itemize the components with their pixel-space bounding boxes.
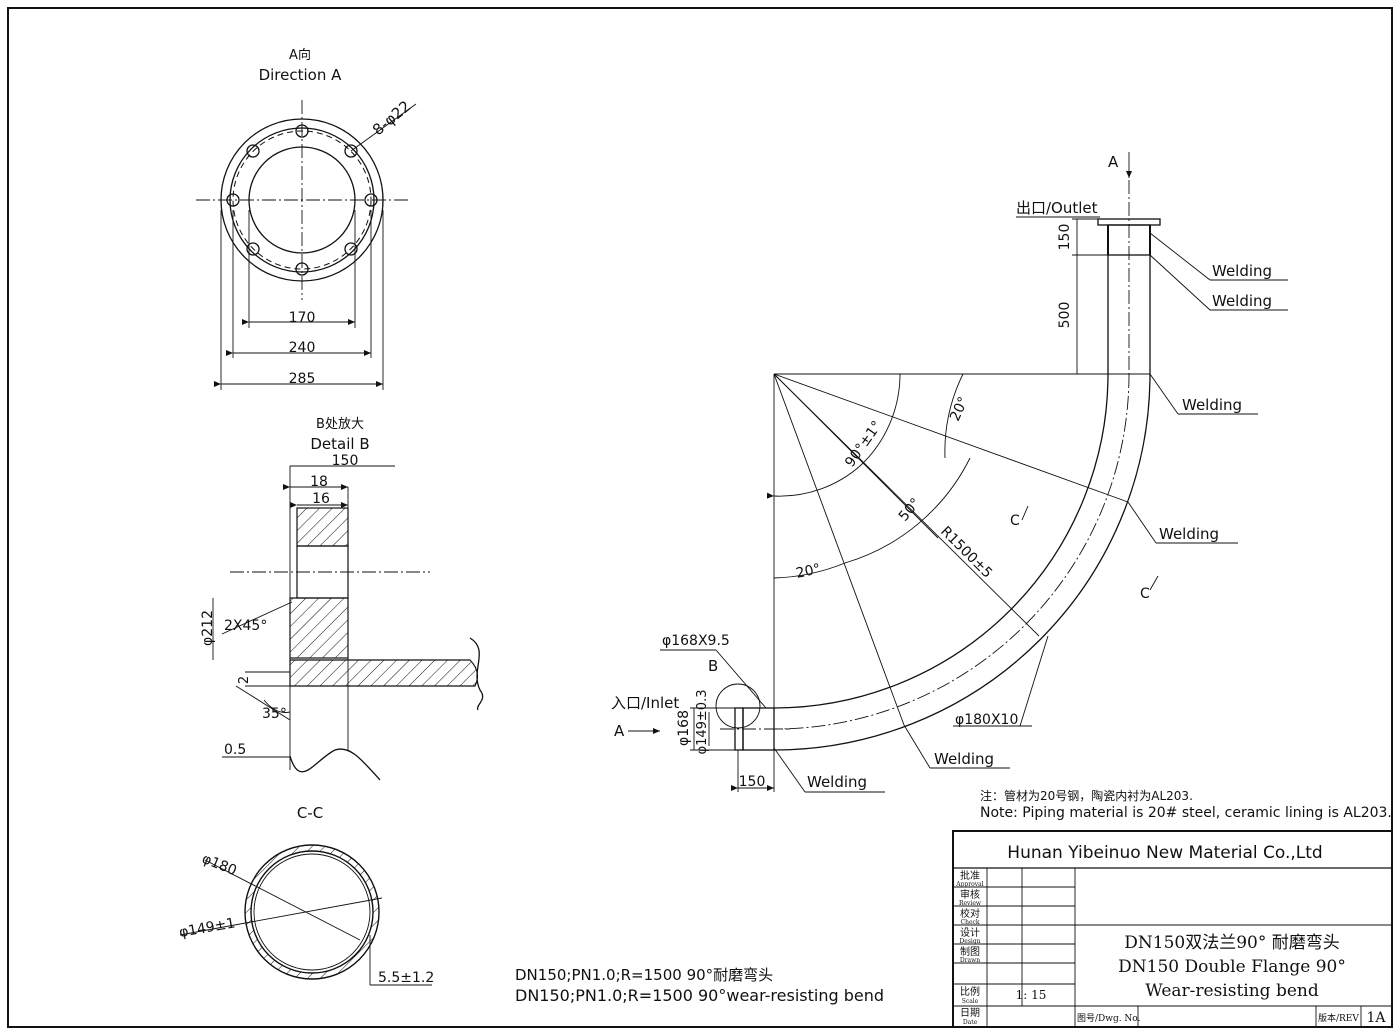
bolt-holes <box>226 124 378 276</box>
dia-168-label: φ168 <box>676 710 692 746</box>
dim-170: 170 <box>289 310 316 326</box>
section-c-marker-2: C <box>1140 586 1150 602</box>
detail-chamfer: 2X45° <box>224 618 267 634</box>
welding-label-1: Welding <box>1212 262 1272 280</box>
spec-line-2: DN150;PN1.0;R=1500 90°wear-resisting ben… <box>515 986 884 1005</box>
view-a: A向 Direction A 8-φ22 170 240 285 <box>196 47 417 390</box>
pipe-main-label: φ180X10 <box>955 712 1018 728</box>
note-cn: 注：管材为20号钢，陶瓷内衬为AL203. <box>980 788 1193 803</box>
row-approval-en: Approval <box>955 881 983 888</box>
welding-label-4: Welding <box>1159 525 1219 543</box>
detail-b: B处放大 Detail B 150 18 16 φ212 2X45° 2 35°… <box>200 417 484 781</box>
detail-dim-2: 2 <box>237 676 252 684</box>
company-name: Hunan Yibeinuo New Material Co.,Ltd <box>1007 843 1322 863</box>
welding-label-6: Welding <box>807 773 867 791</box>
row-check-cn: 校对 <box>960 907 980 920</box>
detail-b-title-en: Detail B <box>310 435 369 453</box>
rev-value: 1A <box>1366 1010 1386 1026</box>
detail-dim-16: 16 <box>312 491 330 507</box>
main-elbow-view: A 出口/Outlet 150 500 20 <box>611 152 1288 793</box>
scale-label-cn: 比例 <box>960 985 980 998</box>
holes-label: 8-φ22 <box>369 97 414 139</box>
welding-label-2: Welding <box>1212 292 1272 310</box>
dim-150-top: 150 <box>1057 224 1073 251</box>
dwg-no-label: 图号/Dwg. No. <box>1077 1013 1141 1024</box>
section-c-wall: 5.5±1.2 <box>378 970 434 986</box>
row-review-cn: 审核 <box>960 888 980 901</box>
detail-dim-150: 150 <box>332 453 359 469</box>
dim-150-bottom: 150 <box>739 774 766 790</box>
angle-20-bottom: 20° <box>795 561 823 582</box>
row-review-en: Review <box>959 900 982 907</box>
outlet-label: 出口/Outlet <box>1016 199 1098 217</box>
inlet-label: 入口/Inlet <box>611 694 679 712</box>
b-mark: B <box>708 657 718 675</box>
row-drawn-en: Drawn <box>960 957 980 964</box>
rev-label: 版本/REV <box>1318 1012 1359 1024</box>
angle-20-top: 20° <box>947 394 972 423</box>
view-a-title-en: Direction A <box>259 66 343 84</box>
section-c-inner: φ149±1 <box>178 915 237 941</box>
row-drawn-cn: 制图 <box>960 945 980 958</box>
date-label-en: Date <box>963 1019 978 1026</box>
section-c-marker-1: C <box>1010 513 1020 529</box>
date-label-cn: 日期 <box>960 1007 980 1019</box>
scale-value: 1: 15 <box>1016 988 1047 1002</box>
drawing-name-en-2: Wear-resisting bend <box>1145 981 1319 1001</box>
section-c-title: C-C <box>297 804 323 822</box>
sheet-border <box>7 7 1393 1028</box>
detail-b-title-cn: B处放大 <box>316 417 364 432</box>
welding-label-3: Welding <box>1182 396 1242 414</box>
spec-line-1: DN150;PN1.0;R=1500 90°耐磨弯头 <box>515 966 773 984</box>
a-top-label: A <box>1108 153 1119 171</box>
scale-label-en: Scale <box>962 998 979 1005</box>
detail-angle-35: 35° <box>262 706 287 722</box>
view-a-title-cn: A向 <box>289 47 311 63</box>
detail-dim-18: 18 <box>310 474 328 490</box>
row-check-en: Check <box>960 919 979 926</box>
drawing-name-en-1: DN150 Double Flange 90° <box>1118 957 1346 977</box>
pipe-inlet-label: φ168X9.5 <box>662 633 730 649</box>
dim-500: 500 <box>1057 302 1073 329</box>
section-c-outer: φ180 <box>200 851 239 879</box>
detail-dim-05: 0.5 <box>224 742 246 758</box>
row-approval-cn: 批准 <box>960 869 980 882</box>
radius-label: R1500±5 <box>937 524 995 582</box>
drawing-name-cn: DN150双法兰90° 耐磨弯头 <box>1124 933 1340 953</box>
section-c-c: C-C φ180 φ149±1 5.5±1.2 <box>178 804 434 986</box>
row-design-en: Design <box>959 938 980 945</box>
detail-dia-212: φ212 <box>200 610 216 646</box>
title-block: Hunan Yibeinuo New Material Co.,Ltd 批准 A… <box>952 830 1393 1028</box>
row-design-cn: 设计 <box>960 926 980 939</box>
note-en: Note: Piping material is 20# steel, cera… <box>980 805 1392 821</box>
dim-285: 285 <box>289 371 316 387</box>
welding-label-5: Welding <box>934 750 994 768</box>
a-left-label: A <box>614 722 625 740</box>
dia-149-label: φ149±0.3 <box>695 690 710 755</box>
dim-240: 240 <box>289 340 316 356</box>
